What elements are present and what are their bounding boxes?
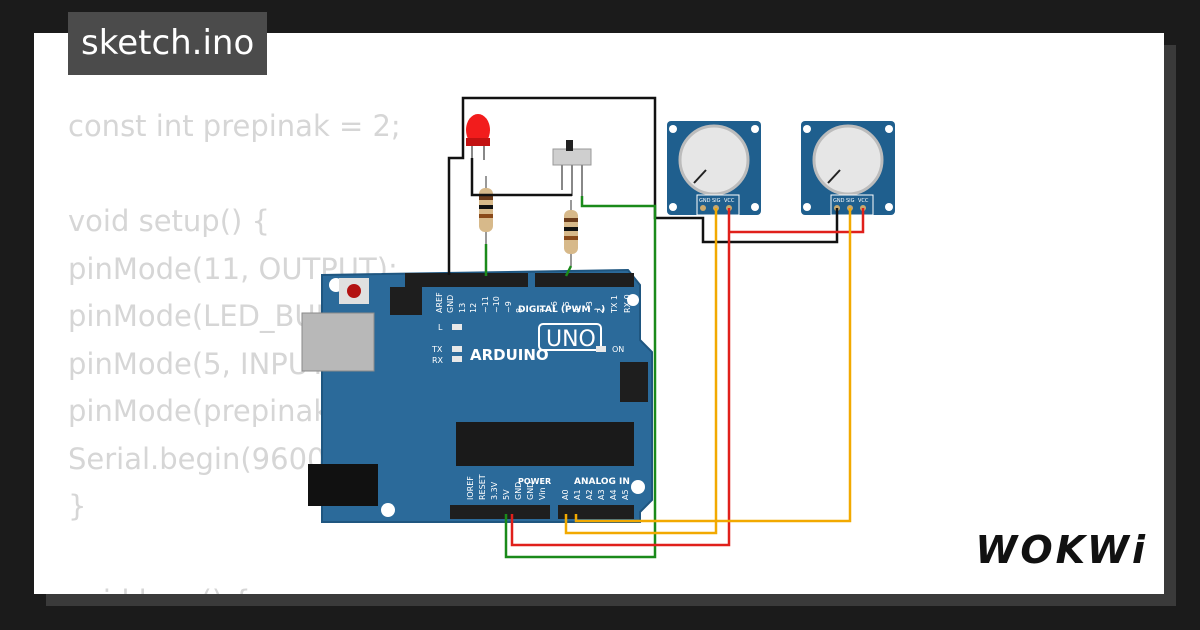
pin-label: A1 — [573, 489, 582, 500]
wokwi-logo: WOKWi — [975, 528, 1148, 572]
arduino-uno-board[interactable]: ARDUINO UNO DIGITAL (PWM ~) POWER ANALOG… — [301, 268, 653, 523]
code-line: void loop() { — [68, 578, 542, 594]
led-tx — [452, 346, 462, 352]
wire-red — [729, 208, 865, 234]
led-on-label: ON — [612, 345, 624, 354]
led-tx-label: TX — [431, 345, 443, 354]
file-tab[interactable]: sketch.ino — [68, 12, 268, 75]
red-led[interactable] — [466, 114, 490, 160]
wire-green — [504, 196, 657, 559]
pin-label: 4 — [573, 308, 582, 313]
mount-hole — [627, 294, 639, 306]
icsp-header-2 — [620, 362, 648, 402]
board-model-box — [538, 323, 602, 351]
usb-connector — [301, 312, 375, 372]
mount-hole — [631, 480, 645, 494]
digital-label: DIGITAL (PWM ~) — [518, 305, 605, 315]
potentiometer-2[interactable]: GND SIG VCC — [801, 121, 895, 216]
pot2-pin-sig: SIG — [846, 198, 855, 204]
board-brand: ARDUINO — [470, 346, 549, 364]
code-line: Serial.begin(9600); — [68, 441, 347, 476]
pin-label: 3.3V — [490, 481, 499, 500]
pin-label: 12 — [469, 303, 478, 313]
led-l-label: L — [438, 323, 443, 332]
slide-switch[interactable] — [552, 140, 592, 196]
resistor-led[interactable] — [479, 176, 493, 244]
wire-orange — [574, 208, 852, 523]
board-model: UNO — [546, 327, 596, 352]
pin-label: A3 — [597, 489, 606, 500]
pin-label: IOREF — [466, 476, 475, 500]
wire-orange — [564, 208, 718, 535]
pin-label: A4 — [609, 489, 618, 500]
pin-label: ~9 — [504, 301, 513, 313]
pin-label: GND — [446, 295, 455, 313]
pot1-pin-gnd: GND — [699, 198, 711, 204]
atmega-chip — [456, 422, 634, 466]
reset-button-cap[interactable] — [347, 284, 361, 298]
power-header — [450, 505, 550, 519]
pot1-pin-vcc: VCC — [724, 198, 735, 204]
pin-label: 8 — [515, 308, 524, 313]
pin-label: TX 1 — [610, 295, 619, 314]
pin-label: ~11 — [481, 296, 490, 313]
pin-label: ~5 — [562, 301, 571, 313]
code-line: const int prepinak = 2; — [68, 109, 401, 143]
wire-black — [470, 158, 572, 197]
analog-label: ANALOG IN — [574, 477, 630, 487]
digital-header-right — [535, 273, 634, 287]
resistor-switch[interactable] — [564, 200, 578, 266]
pin-label: ~10 — [492, 296, 501, 313]
wire-green — [564, 265, 573, 277]
led-rx — [452, 356, 462, 362]
pin-label: GND — [514, 482, 523, 500]
pin-label: RESET — [478, 474, 487, 500]
code-line: void setup() { — [68, 204, 270, 238]
pin-label: A5 — [621, 489, 630, 500]
pin-label: 7 — [539, 308, 548, 313]
pin-label: 5V — [502, 489, 511, 500]
mount-hole — [381, 503, 395, 517]
led-on — [596, 346, 606, 352]
wire-red — [510, 208, 731, 547]
code-line: } — [68, 489, 87, 523]
pot1-pin-sig: SIG — [712, 198, 721, 204]
led-rx-label: RX — [432, 356, 444, 365]
analog-header — [558, 505, 634, 519]
pin-label: 13 — [458, 303, 467, 313]
pin-label: 2 — [596, 308, 605, 313]
pin-label: GND — [526, 482, 535, 500]
pot2-pin-vcc: VCC — [858, 198, 869, 204]
led-l — [452, 324, 462, 330]
wires — [447, 96, 865, 559]
potentiometer-1[interactable]: GND SIG VCC — [667, 121, 761, 216]
code-line: pinMode(5, INPUT); — [68, 346, 348, 381]
power-jack — [308, 464, 378, 506]
pin-label: A0 — [561, 489, 570, 500]
pin-label: Vin — [538, 487, 547, 500]
power-label: POWER — [518, 477, 551, 486]
pin-label: ~3 — [585, 301, 594, 313]
pot2-pin-gnd: GND — [833, 198, 845, 204]
pin-label: AREF — [435, 292, 444, 313]
pin-label: RX 0 — [623, 294, 632, 313]
pin-label: ~6 — [550, 301, 559, 313]
wire-black — [447, 96, 839, 275]
pin-label: A2 — [585, 489, 594, 500]
digital-header-left — [405, 273, 528, 287]
icsp-header — [390, 287, 422, 315]
